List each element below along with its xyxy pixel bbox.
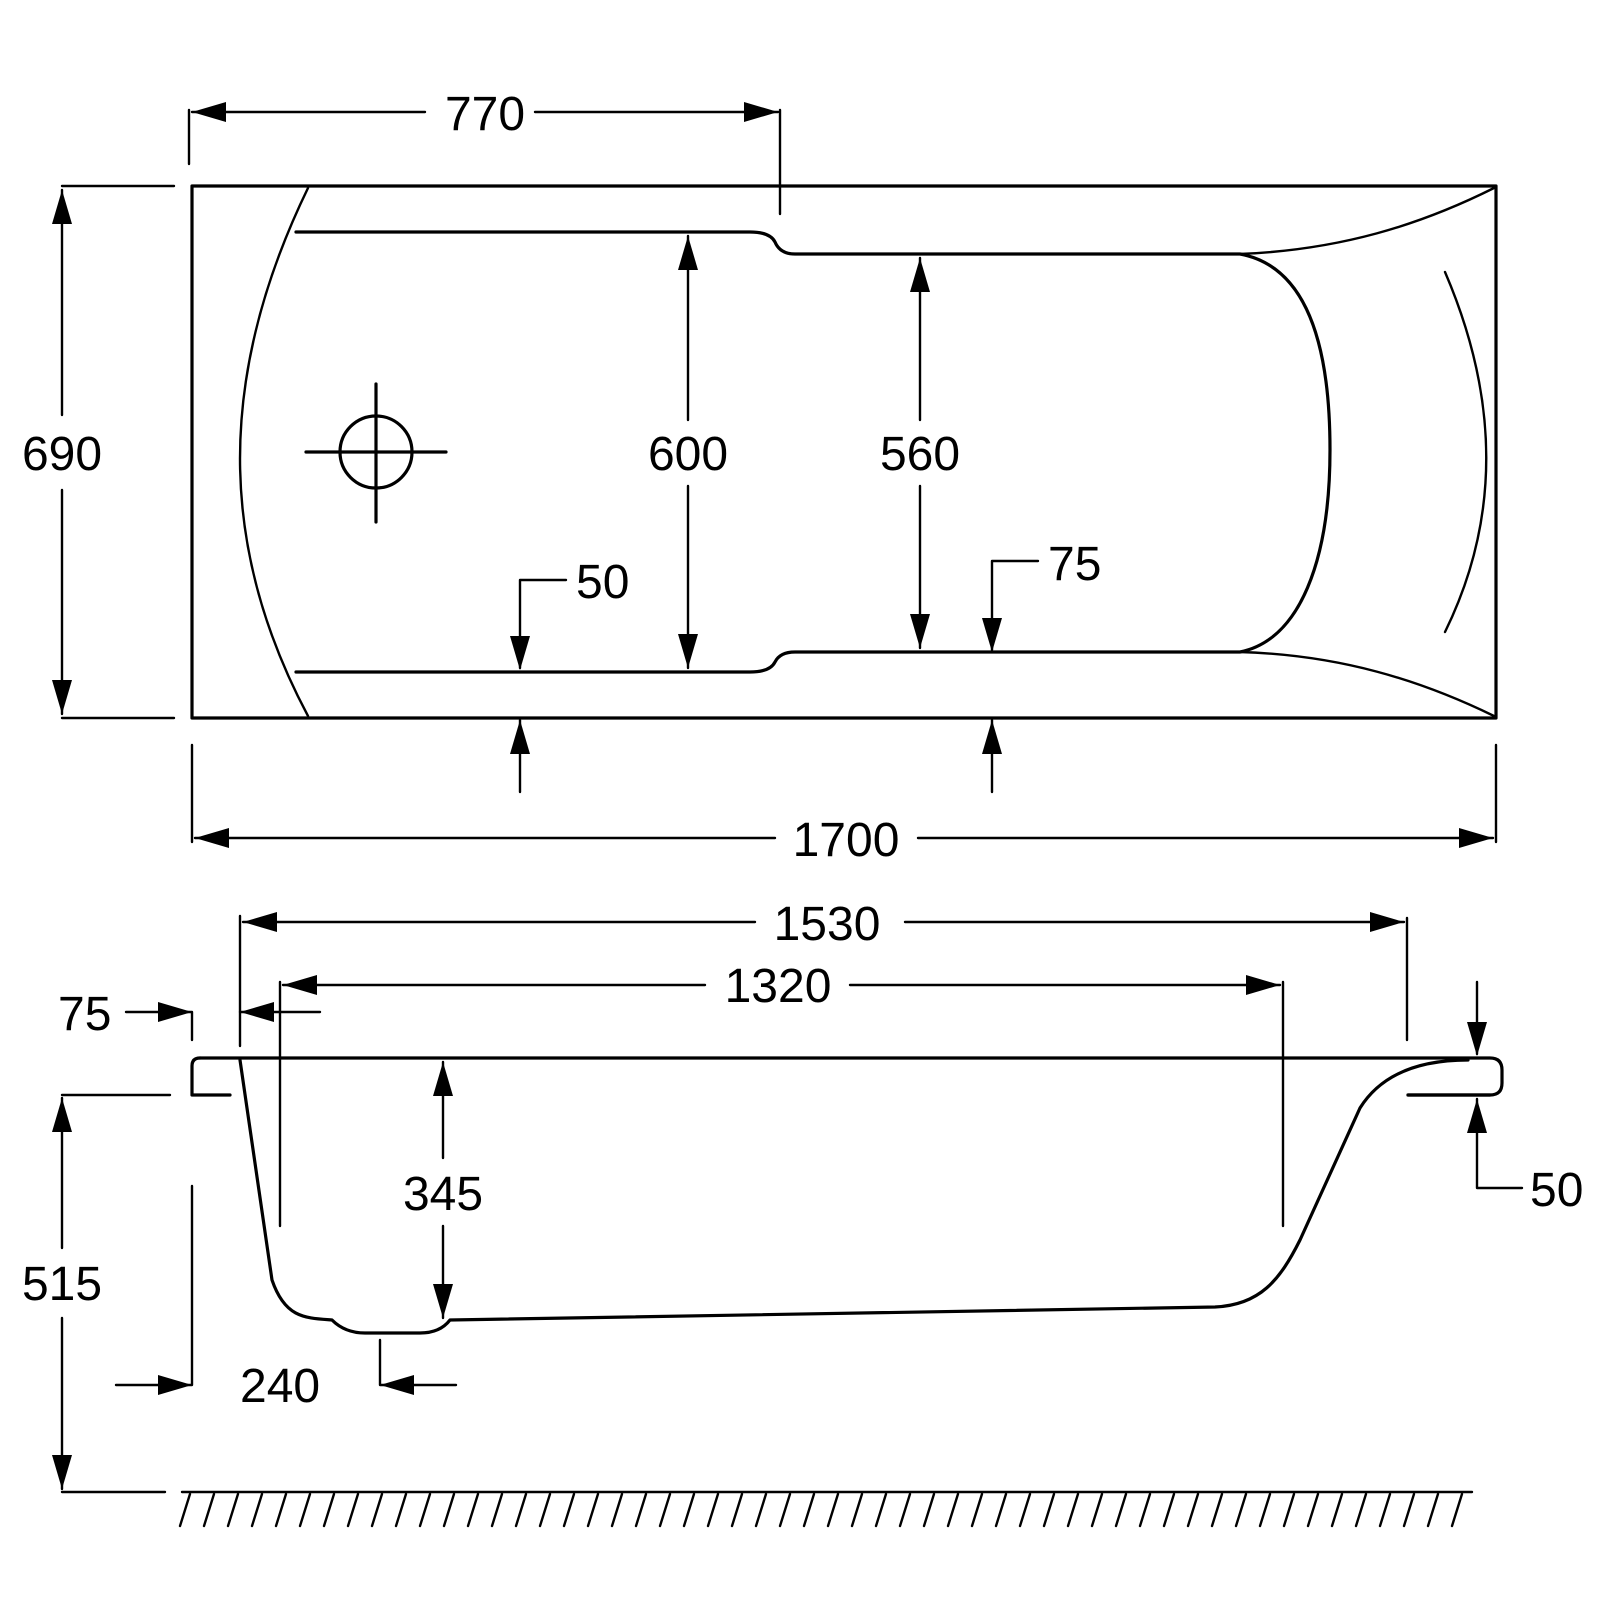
floor-hatch-line — [586, 1492, 600, 1528]
floor-hatch-line — [802, 1492, 816, 1528]
floor-hatch-line — [1018, 1492, 1032, 1528]
waste-outlet-icon — [304, 382, 448, 524]
rim-left — [190, 1056, 232, 1097]
dim-75-side: 75 — [58, 988, 322, 1042]
floor-hatch-line — [370, 1492, 384, 1528]
floor-hatch-line — [1210, 1492, 1224, 1528]
dim-1530: 1530 — [238, 898, 1409, 1048]
label-75-rim: 75 — [1048, 538, 1101, 591]
floor-hatch-line — [1162, 1492, 1176, 1528]
floor-hatch-line — [778, 1492, 792, 1528]
dim-1320: 1320 — [278, 960, 1285, 1228]
label-690: 690 — [22, 428, 102, 481]
dim-600: 600 — [648, 234, 728, 670]
floor-hatch-line — [178, 1492, 192, 1528]
floor-hatch-line — [730, 1492, 744, 1528]
floor-hatch-line — [490, 1492, 504, 1528]
floor-hatch-line — [994, 1492, 1008, 1528]
floor-hatch-line — [658, 1492, 672, 1528]
floor-hatch-line — [226, 1492, 240, 1528]
label-1700: 1700 — [793, 814, 900, 867]
floor-hatch-line — [1066, 1492, 1080, 1528]
plan-view: 770 690 600 560 — [22, 88, 1498, 867]
dim-50-rim: 50 — [510, 556, 629, 794]
tub-body-profile — [238, 1058, 1470, 1335]
floor-hatch-line — [1114, 1492, 1128, 1528]
side-view: 1530 1320 75 50 — [22, 898, 1583, 1528]
floor-hatch-line — [418, 1492, 432, 1528]
dim-1700: 1700 — [190, 743, 1498, 867]
floor-hatch-line — [826, 1492, 840, 1528]
headrest-curve-bottom — [1238, 650, 1496, 718]
dim-515: 515 — [22, 1093, 172, 1494]
floor-hatch-line — [514, 1492, 528, 1528]
floor-hatch-line — [1450, 1492, 1464, 1528]
floor-hatch-line — [610, 1492, 624, 1528]
floor-hatch-line — [1186, 1492, 1200, 1528]
floor-hatch-line — [874, 1492, 888, 1528]
headrest-arc — [1443, 270, 1488, 634]
floor-hatch-line — [442, 1492, 456, 1528]
floor-hatch-line — [1354, 1492, 1368, 1528]
floor-hatch-line — [274, 1492, 288, 1528]
label-50-side: 50 — [1530, 1164, 1583, 1217]
floor-hatch-line — [754, 1492, 768, 1528]
label-75-side: 75 — [58, 988, 111, 1041]
label-240: 240 — [240, 1360, 320, 1413]
floor-hatch-line — [1234, 1492, 1248, 1528]
headrest-curve-top — [1238, 186, 1496, 256]
floor-hatch-line — [538, 1492, 552, 1528]
floor-hatch-line — [346, 1492, 360, 1528]
floor-hatch-line — [898, 1492, 912, 1528]
floor-hatch-line — [1426, 1492, 1440, 1528]
floor-hatch-line — [634, 1492, 648, 1528]
dim-240: 240 — [114, 1184, 458, 1413]
floor-hatch-line — [322, 1492, 336, 1528]
label-1320: 1320 — [725, 960, 832, 1013]
floor-hatch-line — [682, 1492, 696, 1528]
floor-hatch-line — [1090, 1492, 1104, 1528]
floor-hatch-line — [706, 1492, 720, 1528]
label-1530: 1530 — [774, 898, 881, 951]
left-end-curve — [238, 186, 310, 718]
dim-560: 560 — [880, 256, 960, 650]
floor-hatch-line — [1258, 1492, 1272, 1528]
floor-hatch-line — [1138, 1492, 1152, 1528]
rim-top — [198, 1056, 1504, 1097]
floor-hatch-line — [394, 1492, 408, 1528]
floor-hatch-line — [1330, 1492, 1344, 1528]
floor-hatch-line — [250, 1492, 264, 1528]
floor-hatch-line — [970, 1492, 984, 1528]
dim-345: 345 — [403, 1060, 483, 1320]
floor-hatch-line — [466, 1492, 480, 1528]
label-515: 515 — [22, 1258, 102, 1311]
floor-hatch-line — [922, 1492, 936, 1528]
floor-hatch-line — [946, 1492, 960, 1528]
floor-hatch-line — [1402, 1492, 1416, 1528]
dim-75-rim: 75 — [982, 538, 1101, 794]
label-345: 345 — [403, 1168, 483, 1221]
floor-hatch-line — [298, 1492, 312, 1528]
floor-hatch-line — [1378, 1492, 1392, 1528]
floor-hatch-line — [562, 1492, 576, 1528]
label-560: 560 — [880, 428, 960, 481]
bath-outline-plan — [190, 184, 1498, 720]
floor-hatch-line — [1042, 1492, 1056, 1528]
inner-basin — [294, 230, 1332, 674]
dim-770: 770 — [187, 88, 782, 216]
dim-690: 690 — [22, 184, 176, 720]
floor-hatch-line — [1306, 1492, 1320, 1528]
label-600: 600 — [648, 428, 728, 481]
floor-hatch-line — [202, 1492, 216, 1528]
label-50-rim: 50 — [576, 556, 629, 609]
floor-hatch-line — [850, 1492, 864, 1528]
label-770: 770 — [445, 88, 525, 141]
dim-50-side: 50 — [1467, 980, 1583, 1217]
floor-hatch-icon — [178, 1490, 1474, 1528]
floor-hatch-line — [1282, 1492, 1296, 1528]
